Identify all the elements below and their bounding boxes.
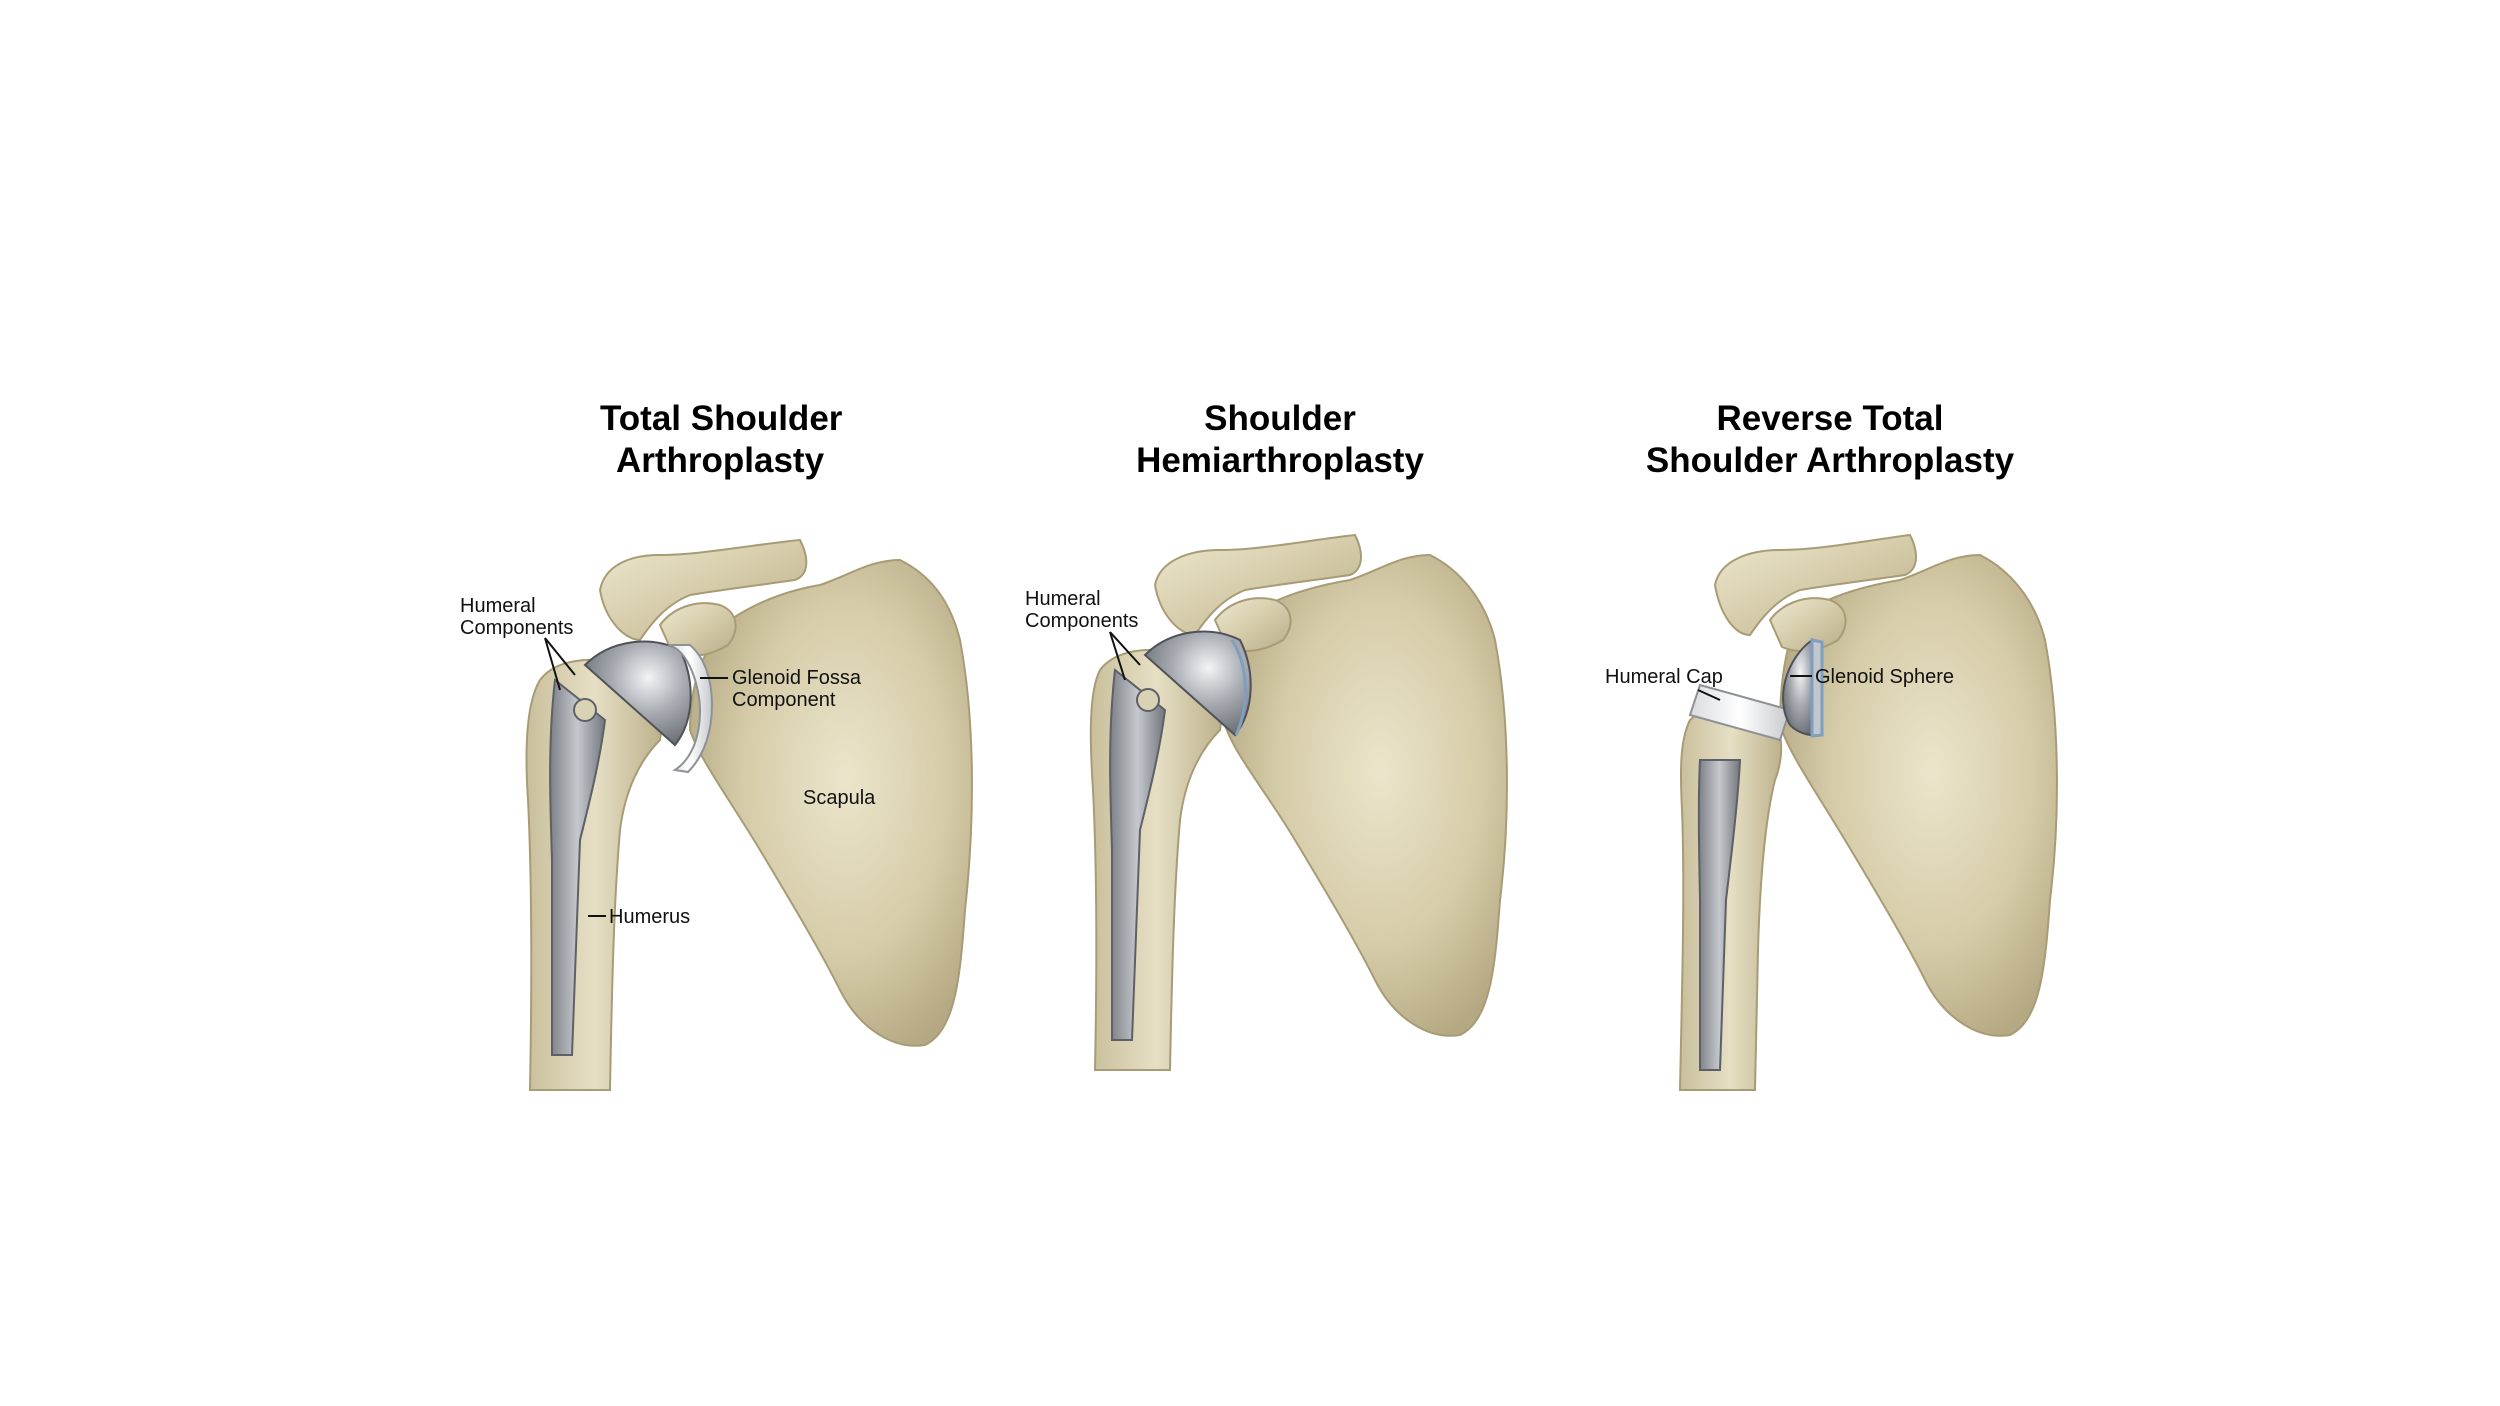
panel1-leader-humeral-a [544,637,576,676]
panel2-title-line2: Hemiarthroplasty [1136,441,1424,480]
panel3-label-humeral-cap-group: Humeral Cap [1605,666,1723,701]
panel3-glenoid-sphere [1782,638,1813,737]
panel3-label-glenoid-sphere-group: Glenoid Sphere [1790,666,1954,688]
panel1-title-line1: Total Shoulder [600,399,843,438]
panel2-leader-humeral-a [1109,631,1141,666]
panel2-scapula-shape [1223,553,1508,1037]
panel2-illustration: Humeral Components [1025,533,1508,1071]
panel1-title-line2: Arthroplasty [615,441,825,480]
panel1-illustration: Humeral Components Glenoid Fossa Compone… [460,538,973,1091]
panel3-label-humeral-cap: Humeral Cap [1605,666,1723,688]
panel3-title-line2: Shoulder Arthroplasty [1645,441,2015,480]
panel1-label-humeral-components: Humeral Components [460,595,576,691]
panel3-title-line1: Reverse Total [1716,399,1944,438]
panel3-humeral-stem [1697,759,1742,1071]
panel3-illustration: Humeral Cap Glenoid Sphere [1605,533,2058,1091]
panel2-leader-humeral-b [1109,631,1126,681]
panel3-acromion-shape [1713,533,1917,637]
panel1-label-humeral-line1: Humeral [460,595,536,617]
panel2-label-humeral-line1: Humeral [1025,588,1101,610]
panel1-humeral-stem [549,678,607,1056]
panel3-leader-humeral-cap [1697,689,1721,701]
panel3-label-glenoid-sphere: Glenoid Sphere [1815,666,1954,688]
panel1-label-scapula: Scapula [803,787,876,809]
panel1-label-humerus: Humerus [609,906,690,928]
panel3-baseplate [1810,638,1824,738]
panel1-leader-humeral-b [544,637,561,691]
panel1-title: Total Shoulder Arthroplasty [600,398,843,482]
panel2-stem-hole [1136,688,1160,712]
panel2-title-line1: Shoulder [1204,399,1356,438]
panel2-label-humeral-line2: Components [1025,610,1138,632]
panel2-label-humeral-components: Humeral Components [1025,588,1141,681]
panel1-label-glenoid-line2: Component [732,689,836,711]
panel3-scapula-shape [1778,553,2058,1037]
panel1-label-glenoid-line1: Glenoid Fossa [732,667,862,689]
panel3-title: Reverse Total Shoulder Arthroplasty [1630,398,2030,482]
panel1-scapula-shape [688,558,973,1047]
panel2-humeral-head [1143,630,1252,737]
panel2-glenoid-rim [1230,639,1247,736]
panel1-glenoid-component [667,644,714,774]
panel1-label-humerus-group: Humerus [588,906,690,928]
panel2-title: Shoulder Hemiarthroplasty [1120,398,1440,482]
panel1-acromion-shape [598,538,808,642]
panel1-stem-hole [573,698,597,722]
panel2-humeral-stem [1109,668,1167,1041]
panel1-label-glenoid: Glenoid Fossa Component [700,667,862,711]
panel1-label-humeral-line2: Components [460,617,573,639]
